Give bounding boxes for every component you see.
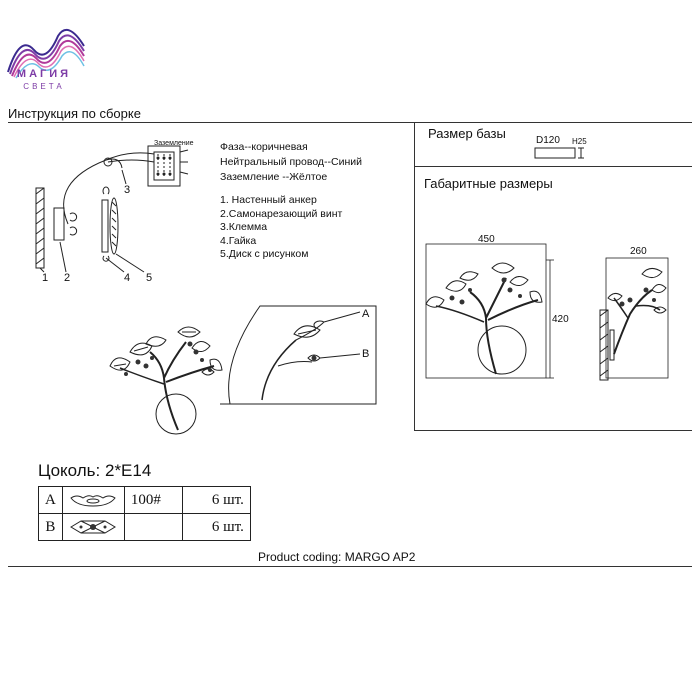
overall-size-title: Габаритные размеры [424, 176, 553, 191]
brand-logo-icon [7, 28, 85, 79]
callout-5: 5 [146, 272, 153, 284]
part-terminal: 3.Клемма [220, 221, 268, 233]
lamp-drawing [109, 326, 223, 435]
brand-subtitle: СВЕТА [23, 82, 65, 91]
overall-width: 450 [478, 234, 495, 245]
component-icon-cell [61, 513, 125, 541]
detail-label-b: B [362, 348, 370, 360]
part-screw: 2.Самонарезающий винт [220, 207, 343, 220]
callout-3: 3 [124, 184, 131, 196]
socket-label: Цоколь: [38, 461, 101, 480]
component-qty: 6 шт. [181, 486, 251, 514]
legend-phase: Фаза--коричневая [220, 141, 308, 153]
components-table: A 100# 6 шт. B 6 шт. [38, 486, 251, 541]
component-letter: A [38, 486, 63, 514]
front-view-drawing [425, 243, 554, 379]
panel-bottom-border [414, 430, 692, 431]
detail-inset [220, 305, 377, 405]
callout-4: 4 [124, 272, 131, 284]
table-row: A 100# 6 шт. [38, 486, 251, 514]
wire-legend: Фаза--коричневая Нейтральный провод--Син… [220, 140, 362, 185]
component-icon-cell [61, 486, 125, 514]
legend-ground: Заземление --Жёлтое [220, 171, 328, 183]
component-code [123, 513, 183, 541]
socket-value: 2*E14 [104, 461, 152, 480]
legend-neutral: Нейтральный провод--Синий [220, 156, 363, 168]
detail-label-a: A [362, 308, 370, 320]
callout-2: 2 [64, 272, 71, 284]
panel-left-border [414, 122, 415, 430]
overall-depth: 260 [630, 246, 647, 257]
panel-mid-divider [414, 166, 692, 167]
component-code: 100# [123, 486, 183, 514]
socket-spec: Цоколь: 2*E14 [38, 461, 151, 481]
terminal-box-label: Заземление [154, 140, 194, 147]
base-diameter: D120 [536, 135, 560, 146]
product-coding: Product coding: MARGO AP2 [258, 550, 416, 564]
glass-shade-icon [70, 495, 116, 507]
callout-1: 1 [42, 272, 49, 284]
part-disc: 5.Диск с рисунком [220, 248, 309, 260]
header-divider [8, 122, 692, 123]
base-size-title: Размер базы [428, 126, 506, 141]
crystal-piece-icon [69, 520, 116, 534]
component-letter: B [38, 513, 63, 541]
parts-list: 1. Настенный анкер 2.Самонарезающий винт… [220, 194, 342, 262]
overall-height: 420 [552, 314, 569, 325]
component-qty: 6 шт. [181, 513, 251, 541]
table-row: B 6 шт. [38, 513, 251, 541]
side-view-drawing [599, 257, 669, 381]
brand-name: МАГИЯ [16, 68, 72, 80]
base-size-diagram [534, 147, 584, 159]
page-title: Инструкция по сборке [8, 106, 141, 121]
base-height: H25 [572, 137, 587, 146]
part-nut: 4.Гайка [220, 234, 257, 247]
part-anchor: 1. Настенный анкер [220, 194, 317, 206]
footer-divider [8, 566, 692, 567]
wiring-diagram [35, 145, 189, 273]
